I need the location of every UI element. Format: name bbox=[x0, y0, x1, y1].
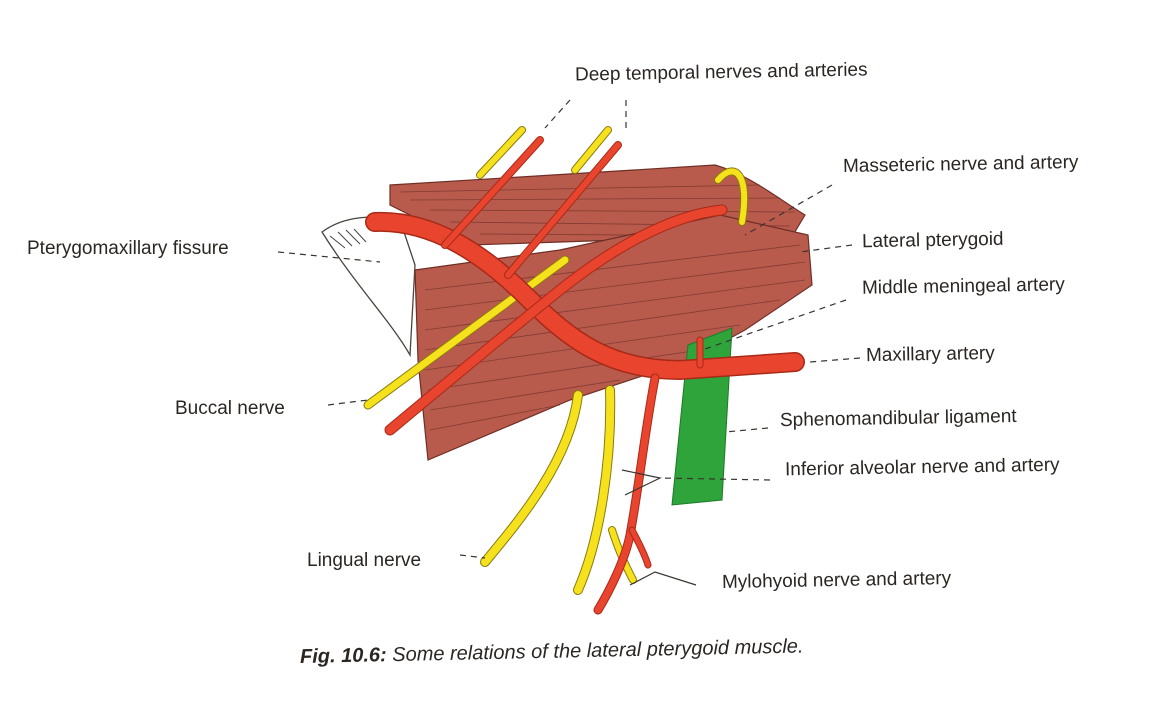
pterygoid-plate-outline bbox=[321, 216, 416, 358]
leader-lines bbox=[277, 99, 861, 586]
caption-figure-number: Fig. 10.6: bbox=[299, 644, 387, 668]
label-middle-meningeal: Middle meningeal artery bbox=[861, 274, 1065, 299]
label-maxillary-artery: Maxillary artery bbox=[865, 342, 995, 367]
label-pterygomaxillary: Pterygomaxillary fissure bbox=[27, 238, 229, 259]
label-buccal: Buccal nerve bbox=[175, 398, 285, 419]
label-mylohyoid: Mylohyoid nerve and artery bbox=[721, 568, 952, 593]
label-masseteric: Masseteric nerve and artery bbox=[842, 151, 1079, 178]
label-lateral-pterygoid: Lateral pterygoid bbox=[861, 228, 1004, 253]
arteries bbox=[365, 136, 805, 615]
label-lingual: Lingual nerve bbox=[307, 550, 422, 571]
label-sphenomandibular: Sphenomandibular ligament bbox=[779, 405, 1017, 432]
